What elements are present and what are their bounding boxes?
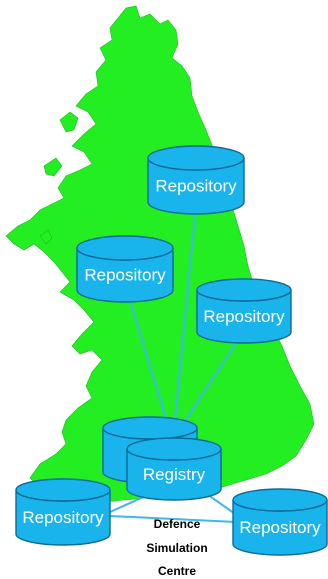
island-arran (39, 229, 53, 245)
node-repo-southeast: Repository (232, 488, 328, 556)
node-label: Repository (239, 518, 321, 537)
island-hebrides (59, 111, 79, 133)
cylinder-top (147, 145, 245, 171)
node-repo-east: Repository (196, 278, 292, 344)
cylinder-top (76, 235, 174, 261)
node-label: Repository (155, 176, 237, 195)
cylinder-top (15, 478, 111, 502)
node-repo-north: Repository (147, 145, 245, 215)
link-north-registry (173, 205, 197, 431)
link-west-registry (127, 293, 171, 433)
node-label: Repository (22, 508, 104, 527)
node-label: Repository (203, 307, 285, 326)
cylinder-top (196, 278, 292, 302)
cylinder-top (126, 437, 222, 461)
node-label: Registry (143, 465, 206, 484)
link-east-registry (177, 339, 239, 433)
node-label: Repository (84, 265, 166, 284)
node-repo-west: Repository (76, 235, 174, 303)
node-registry: Registry (126, 437, 222, 501)
site-label-line1: Defence (154, 517, 201, 531)
island-skye (43, 157, 63, 177)
node-repo-southwest: Repository (15, 478, 111, 546)
link-sw-se (109, 515, 237, 523)
site-label-line2: Simulation (146, 541, 207, 555)
site-label: Defence Simulation Centre (146, 517, 207, 578)
cylinder-top (232, 488, 328, 512)
site-label-line3: Centre (158, 564, 196, 578)
cylinder-top (102, 416, 198, 440)
